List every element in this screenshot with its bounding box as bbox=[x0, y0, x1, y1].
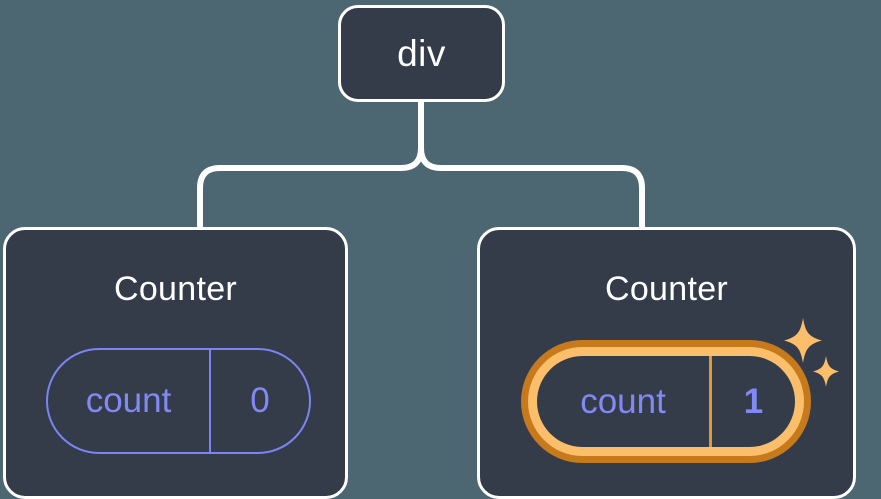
node-div-label: div bbox=[397, 33, 446, 74]
sparkle-icon bbox=[813, 356, 839, 387]
node-counter-right[interactable]: Counter count 1 bbox=[477, 227, 856, 499]
connector-branch-right bbox=[418, 145, 645, 231]
connector-branch-left bbox=[197, 145, 424, 231]
node-div[interactable]: div bbox=[338, 5, 505, 102]
state-key-label: count bbox=[48, 350, 211, 452]
counter-left-title: Counter bbox=[113, 270, 238, 308]
highlight-ring: count 1 bbox=[528, 347, 804, 456]
state-pill-body: count 1 bbox=[537, 356, 795, 447]
state-pill-count-left[interactable]: count 0 bbox=[46, 348, 311, 454]
state-pill-count-right[interactable]: count 1 bbox=[521, 340, 811, 463]
state-value-label: 1 bbox=[743, 381, 764, 421]
state-key-label: count bbox=[537, 356, 712, 447]
node-counter-left[interactable]: Counter count 0 bbox=[3, 227, 348, 499]
state-value-label: 0 bbox=[250, 381, 270, 420]
counter-right-title: Counter bbox=[604, 270, 729, 308]
